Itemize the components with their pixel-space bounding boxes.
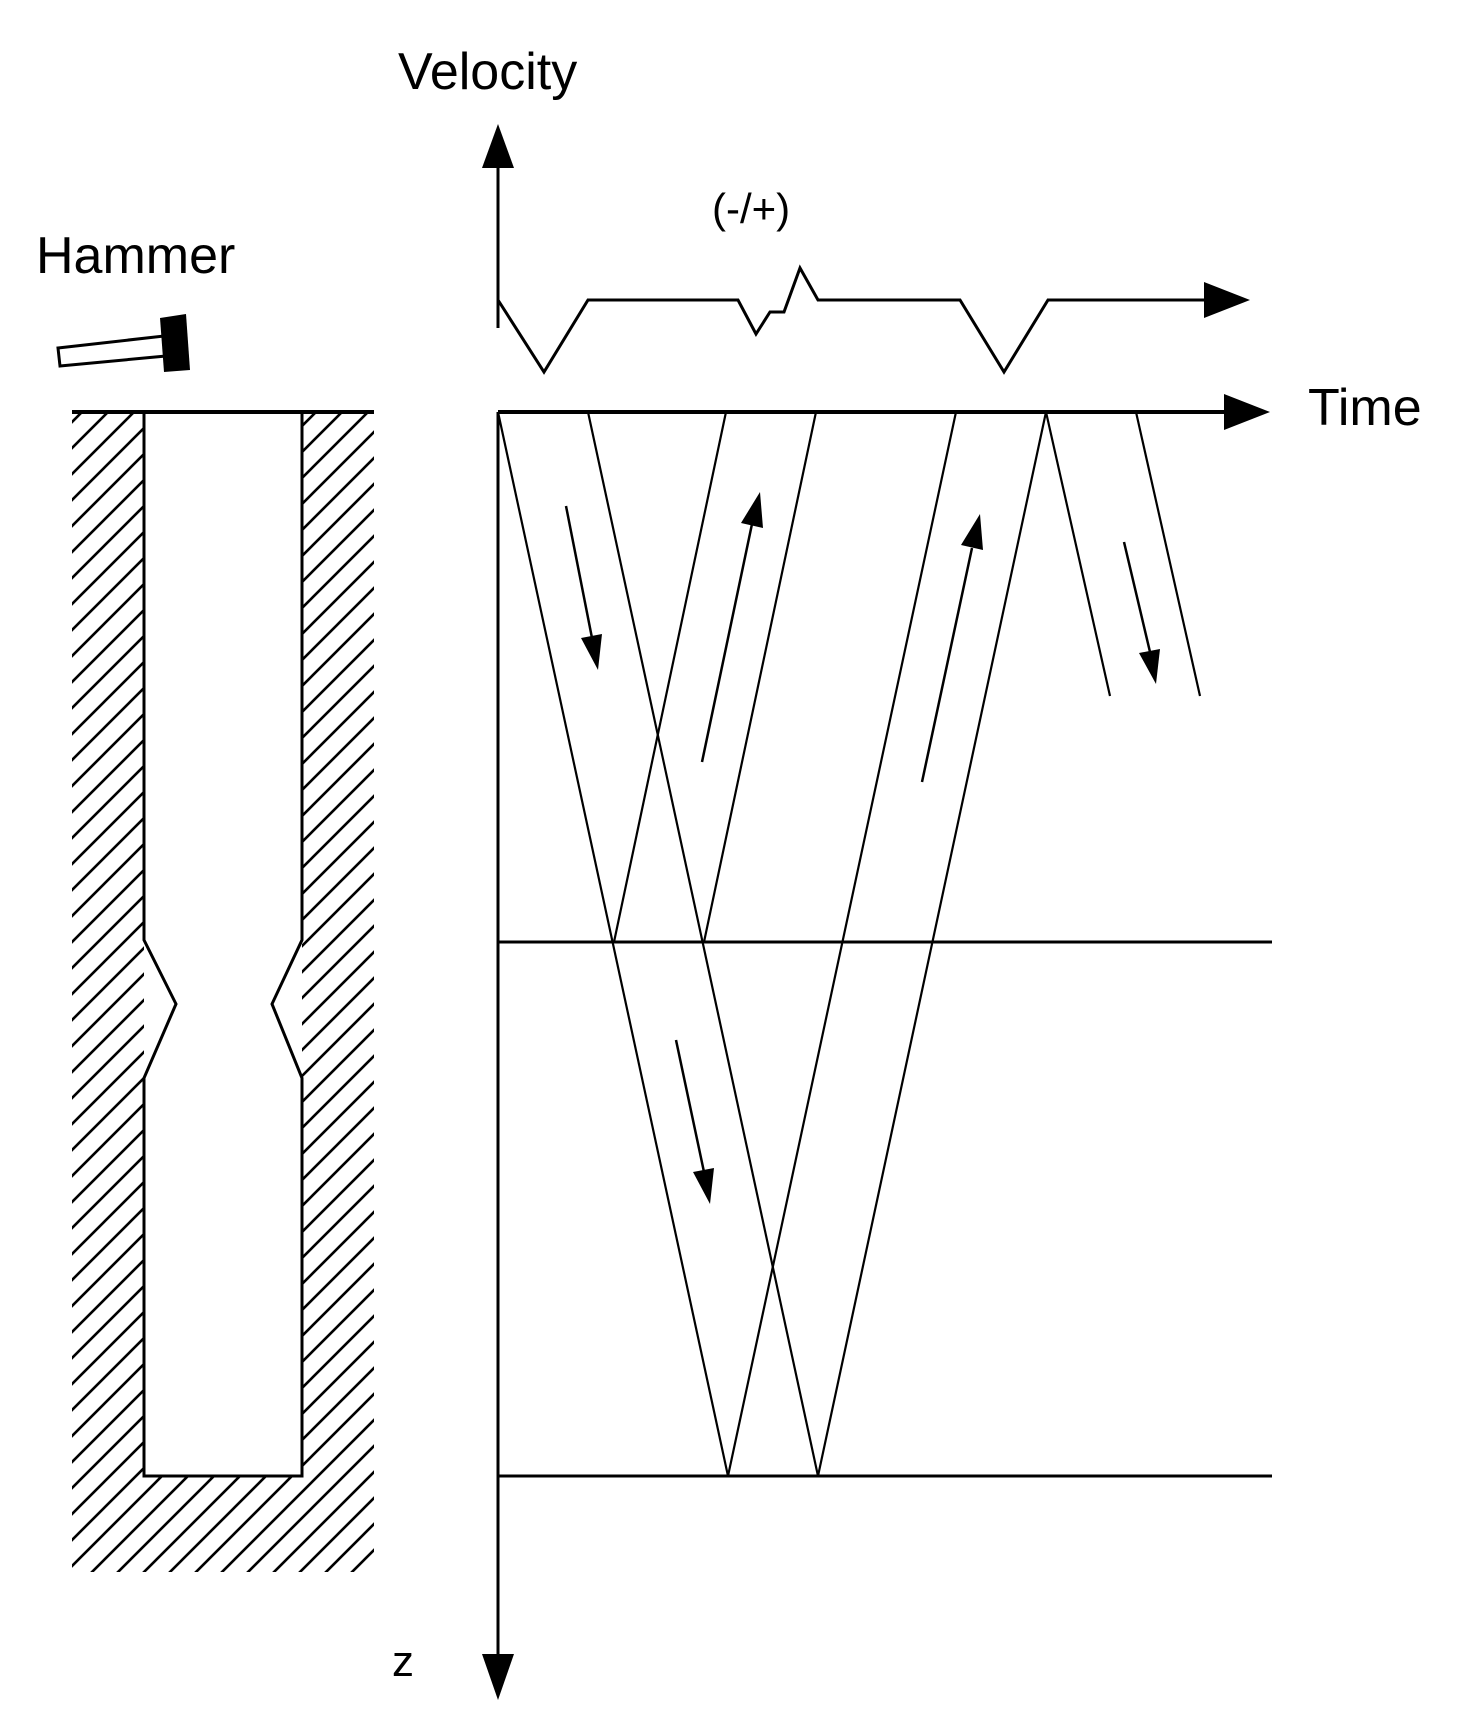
wave-down-2-left — [1044, 411, 1112, 697]
wave-up-toe-right — [816, 411, 1048, 1477]
wave-paths — [496, 411, 1202, 1477]
wave-up-toe-left — [726, 411, 958, 1477]
time-axis-arrowhead — [1224, 394, 1270, 430]
arrow-up-2 — [920, 514, 983, 783]
depth-axis-arrowhead — [482, 1654, 514, 1700]
hammer-icon — [56, 314, 190, 372]
velocity-axis-label: Velocity — [398, 43, 578, 101]
wave-down-1-right — [586, 411, 820, 1477]
time-axis — [498, 394, 1270, 430]
soil-hatch-right — [302, 412, 374, 1572]
velocity-trace-arrowhead — [1204, 282, 1250, 318]
time-axis-label: Time — [1308, 379, 1422, 437]
arrow-down-2 — [1122, 541, 1160, 684]
hammer-label: Hammer — [36, 227, 236, 285]
wave-up-defect-left — [612, 411, 728, 943]
hammer-handle — [56, 334, 168, 368]
pile-shaft — [142, 410, 304, 1478]
arrow-down-3 — [674, 1039, 714, 1204]
direction-arrows — [564, 492, 1160, 1204]
velocity-axis — [482, 124, 514, 328]
hammer-head — [160, 314, 190, 372]
wave-down-1-left — [496, 411, 730, 1477]
soil-hatch-left — [72, 412, 144, 1572]
soil-and-pile — [72, 410, 374, 1572]
arrow-up-1 — [700, 492, 763, 763]
depth-axis — [482, 412, 514, 1700]
soil-hatch-bottom — [144, 1476, 302, 1572]
wave-up-defect-right — [702, 411, 818, 943]
depth-axis-label: z — [392, 1637, 414, 1686]
velocity-trace — [496, 264, 1250, 375]
velocity-axis-arrowhead — [482, 124, 514, 168]
arrow-down-1 — [564, 505, 602, 670]
reflection-sign-label: (-/+) — [712, 185, 791, 232]
wave-down-2-right — [1134, 411, 1202, 697]
